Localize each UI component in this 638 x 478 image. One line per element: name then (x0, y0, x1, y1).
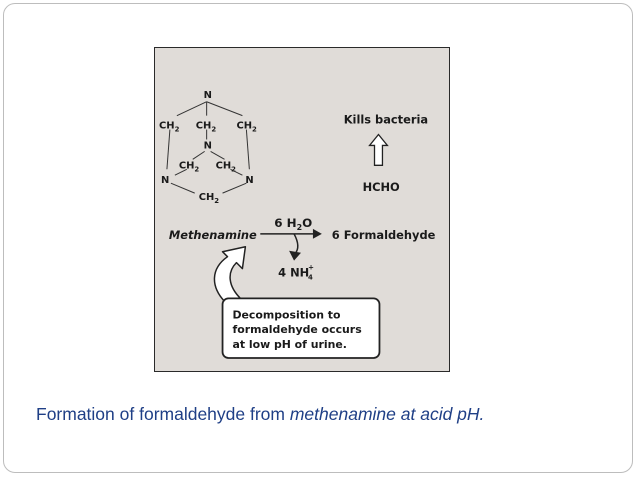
ch2-lower-left: CH2 (179, 160, 200, 173)
callout-line-2: formaldehyde occurs (232, 323, 361, 336)
formaldehyde-label: 6 Formaldehyde (332, 228, 436, 242)
n-right-atom: N (245, 175, 253, 186)
callout-box (221, 297, 381, 359)
structure-bonds (166, 101, 250, 194)
ammonium-label: 4 NH+4 (278, 264, 314, 282)
ch2-lower-right: CH2 (216, 160, 237, 173)
ch2-bottom: CH2 (199, 192, 220, 205)
branch-arrow-head-icon (289, 250, 302, 261)
water-label: 6 H2O (274, 216, 312, 232)
kills-bacteria-label: Kills bacteria (344, 113, 428, 127)
callout-line-1: Decomposition to (232, 308, 341, 321)
n-left-atom: N (161, 175, 169, 186)
slide-caption: Formation of formaldehyde from methenami… (36, 400, 596, 428)
ch2-left: CH2 (159, 121, 180, 134)
methenamine-label: Methenamine (169, 228, 257, 242)
caption-prefix: Formation of formaldehyde from (36, 404, 290, 424)
up-arrow-icon (368, 133, 389, 166)
reaction-diagram: N CH2 CH2 CH2 N CH2 CH2 N N CH2 Kills ba… (159, 90, 436, 359)
callout-line-3: at low pH of urine. (232, 338, 346, 351)
n-top-atom: N (204, 90, 212, 101)
branch-arrow-curve (293, 233, 299, 255)
hcho-label: HCHO (363, 180, 400, 194)
caption-italic: methenamine at acid pH. (289, 404, 485, 424)
methenamine-figure: N CH2 CH2 CH2 N CH2 CH2 N N CH2 Kills ba… (154, 47, 450, 372)
methenamine-structure: N CH2 CH2 CH2 N CH2 CH2 N N CH2 (159, 90, 257, 205)
reaction-arrow-head-icon (312, 228, 322, 239)
callout-arrow-icon (213, 246, 247, 303)
ch2-right: CH2 (236, 121, 257, 134)
n-mid-atom: N (204, 140, 212, 151)
ch2-center: CH2 (196, 121, 217, 134)
